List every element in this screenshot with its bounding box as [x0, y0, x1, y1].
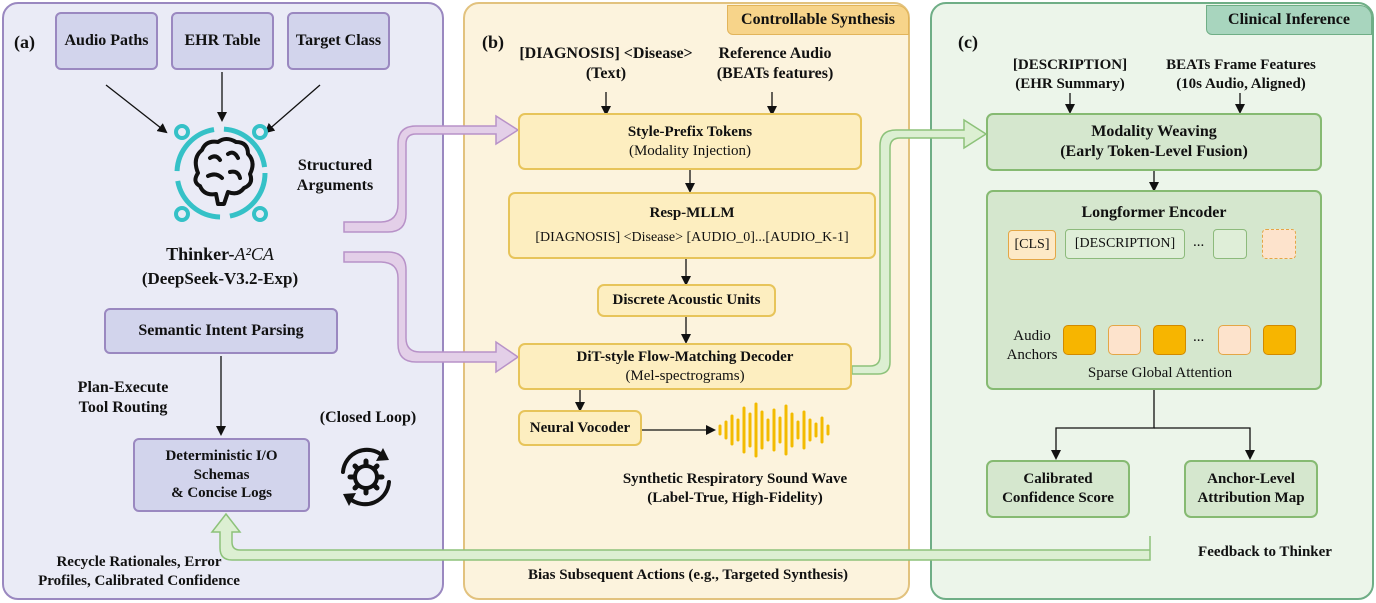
style-prefix-box: Style-Prefix Tokens (Modality Injection)	[518, 113, 862, 170]
purple-arrow-bottom	[343, 251, 520, 374]
box-label: Deterministic I/O Schemas & Concise Logs	[165, 447, 278, 502]
modality-weaving-box: Modality Weaving (Early Token-Level Fusi…	[986, 113, 1322, 171]
reference-audio-text: Reference Audio (BEATs features)	[716, 45, 834, 82]
token-label: [DESCRIPTION]	[1074, 236, 1176, 252]
resp-mllm-box: Resp-MLLM [DIAGNOSIS] <Disease> [AUDIO_0…	[508, 192, 876, 259]
gear-loop-icon	[341, 447, 391, 507]
feedback-arrow	[210, 512, 1151, 561]
thinker-formula: A²CA	[234, 244, 274, 264]
box-title: Modality Weaving	[1091, 123, 1217, 140]
recycle-text: Recycle Rationales, Error Profiles, Cali…	[38, 554, 240, 589]
io-schemas-box: Deterministic I/O Schemas & Concise Logs	[133, 438, 310, 512]
box-label: Anchor-Level Attribution Map	[1197, 471, 1305, 506]
feedback-text: Feedback to Thinker	[1198, 544, 1332, 560]
input-label: EHR Table	[184, 32, 261, 49]
bias-text: Bias Subsequent Actions (e.g., Targeted …	[527, 567, 849, 583]
box-title: Resp-MLLM	[649, 205, 735, 222]
plan-execute-text: Plan-Execute Tool Routing	[77, 379, 169, 416]
sparse-attention-text: Sparse Global Attention	[1087, 365, 1233, 381]
encoder-title: Longformer Encoder	[1081, 204, 1227, 221]
anchor-light	[1108, 325, 1141, 355]
discrete-units-box: Discrete Acoustic Units	[597, 284, 776, 317]
green-arrow-b-to-c	[851, 118, 988, 375]
panel-b-label: (b)	[482, 32, 504, 52]
box-subtitle: (Early Token-Level Fusion)	[1060, 143, 1248, 160]
dashed-token	[1262, 229, 1296, 259]
longformer-encoder-box	[986, 190, 1322, 390]
panel-a-label: (a)	[14, 32, 35, 52]
token-label: [CLS]	[1014, 237, 1050, 253]
beats-text: BEATs Frame Features (10s Audio, Aligned…	[1166, 57, 1316, 92]
box-title: Style-Prefix Tokens	[627, 123, 753, 140]
box-subtitle: [DIAGNOSIS] <Disease> [AUDIO_0]...[AUDIO…	[535, 230, 849, 246]
cls-token: [CLS]	[1008, 230, 1056, 260]
brain-icon	[174, 124, 268, 222]
box-subtitle: (Modality Injection)	[628, 142, 752, 159]
input-label: Target Class	[295, 32, 382, 49]
anchor-orange	[1063, 325, 1096, 355]
box-label: Neural Vocoder	[529, 419, 631, 436]
confidence-score-box: Calibrated Confidence Score	[986, 460, 1130, 518]
dit-decoder-box: DiT-style Flow-Matching Decoder (Mel-spe…	[518, 343, 852, 390]
ehr-table-input: EHR Table	[171, 12, 274, 70]
audio-paths-input: Audio Paths	[55, 12, 158, 70]
clinical-inference-tag: Clinical Inference	[1206, 5, 1372, 35]
thinker-model: (DeepSeek-V3.2-Exp)	[141, 269, 299, 288]
box-label: Calibrated Confidence Score	[1002, 471, 1114, 506]
audio-anchors-label: Audio Anchors	[1006, 328, 1058, 363]
dots-bottom: ...	[1193, 329, 1205, 345]
controllable-synthesis-tag: Controllable Synthesis	[727, 5, 909, 35]
box-label: Discrete Acoustic Units	[612, 292, 761, 309]
waveform-icon	[718, 402, 830, 458]
attribution-map-box: Anchor-Level Attribution Map	[1184, 460, 1318, 518]
closed-loop-text: (Closed Loop)	[319, 409, 417, 426]
panel-c-label: (c)	[958, 32, 978, 52]
purple-arrow-top	[343, 114, 520, 233]
thinker-name: Thinker-	[166, 244, 235, 264]
diagnosis-text: [DIAGNOSIS] <Disease> (Text)	[519, 45, 693, 82]
structured-arguments-text: Structured Arguments	[296, 157, 374, 194]
dots-top: ...	[1193, 234, 1205, 250]
box-subtitle: (Mel-spectrograms)	[625, 367, 745, 384]
description-text: [DESCRIPTION] (EHR Summary)	[1012, 57, 1128, 92]
neural-vocoder-box: Neural Vocoder	[518, 410, 642, 446]
anchor-light	[1218, 325, 1251, 355]
semantic-intent-parsing: Semantic Intent Parsing	[104, 308, 338, 354]
wave-caption: Synthetic Respiratory Sound Wave (Label-…	[622, 471, 848, 506]
target-class-input: Target Class	[287, 12, 390, 70]
anchor-orange	[1153, 325, 1186, 355]
green-token	[1213, 229, 1247, 259]
thinker-title: Thinker-A²CA	[120, 243, 320, 266]
box-title: DiT-style Flow-Matching Decoder	[576, 348, 794, 365]
anchor-orange	[1263, 325, 1296, 355]
box-label: Semantic Intent Parsing	[138, 322, 304, 339]
input-label: Audio Paths	[64, 32, 149, 49]
description-token: [DESCRIPTION]	[1065, 229, 1185, 259]
